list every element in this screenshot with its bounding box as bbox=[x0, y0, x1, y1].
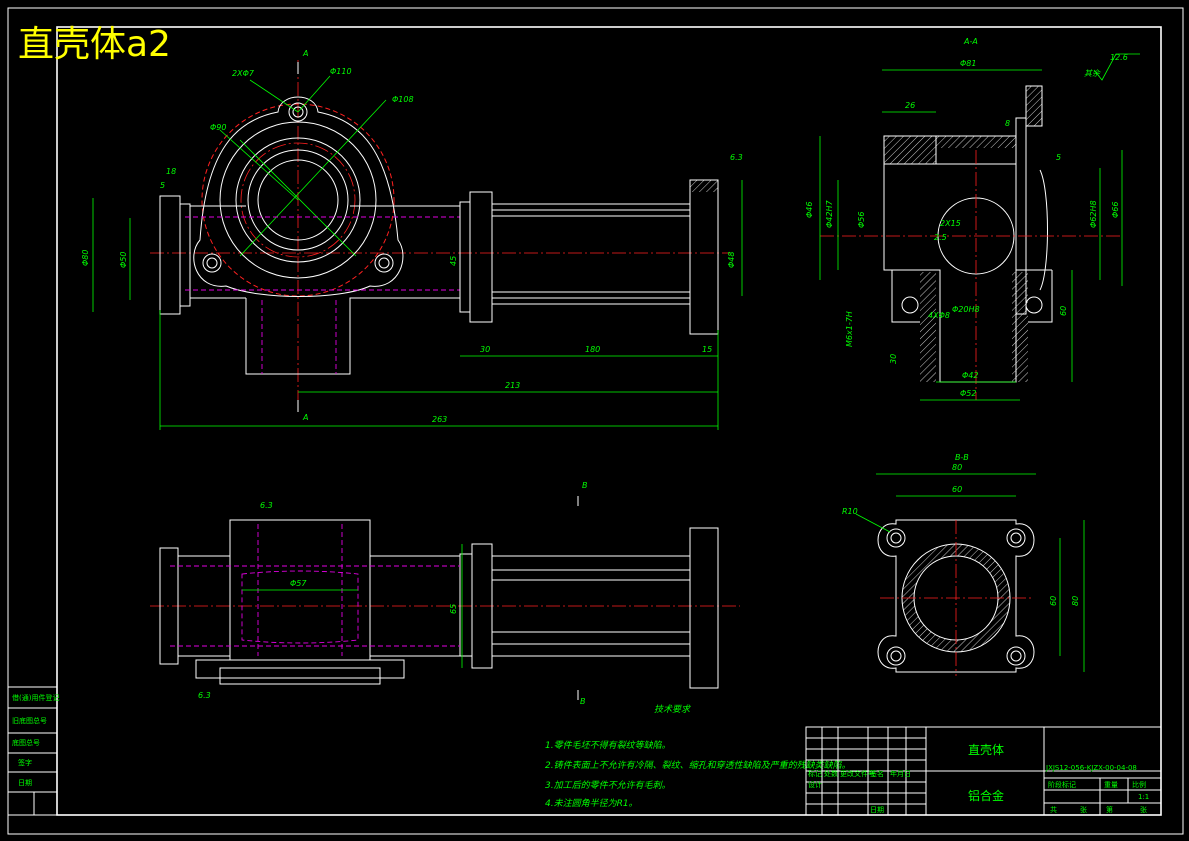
tech-req-2: 2.铸件表面上不允许有冷隔、裂纹、缩孔和穿透性缺陷及严重的残缺类缺陷。 bbox=[545, 760, 851, 771]
tech-req-heading: 技术要求 bbox=[654, 704, 691, 715]
left-strip: 借(通)用件登记 旧底图总号 底图总号 签字 日期 bbox=[7, 686, 59, 816]
dim-80-top: 80 bbox=[952, 463, 962, 472]
dim-phi66: Φ66 bbox=[1111, 202, 1120, 218]
tb-cell-date: 年月日 bbox=[890, 769, 911, 778]
dim-263: 263 bbox=[432, 415, 447, 424]
tb-cell-sign: 签名 bbox=[870, 769, 884, 778]
dim-18: 18 bbox=[166, 167, 176, 176]
strip-label-1: 旧底图总号 bbox=[12, 716, 47, 725]
tb-material: 铝合金 bbox=[968, 788, 1004, 803]
tb-cell-count: 处数 bbox=[824, 769, 838, 778]
tb-cell-change-doc: 更改文件号 bbox=[840, 769, 875, 778]
dim-6-3-front: 6.3 bbox=[730, 153, 743, 162]
section-mark-a-top: A bbox=[302, 49, 308, 58]
tb-cell-weight: 重量 bbox=[1104, 781, 1118, 789]
dim-2-5: 2.5 bbox=[934, 233, 947, 242]
tb-cell-no: 第 bbox=[1106, 805, 1113, 814]
tech-req-4: 4.未注圆角半径为R1。 bbox=[545, 798, 638, 809]
dim-phi46: Φ46 bbox=[805, 202, 814, 218]
dim-2x15: 2X15 bbox=[940, 219, 961, 228]
dim-65: 65 bbox=[449, 604, 458, 614]
strip-label-0: 借(通)用件登记 bbox=[12, 693, 59, 702]
dim-30-aa: 30 bbox=[889, 354, 898, 364]
tb-cell-design: 设计 bbox=[808, 780, 822, 789]
roughness-rest: 其余 bbox=[1084, 69, 1101, 78]
dim-180: 180 bbox=[585, 345, 600, 354]
section-aa-label: A-A bbox=[963, 37, 978, 46]
tb-cell-sheet: 张 bbox=[1140, 805, 1147, 814]
title-block: 标记 处数 更改文件号 签名 年月日 设计 日期 直壳体 铝合金 JXJS12-… bbox=[805, 726, 1162, 816]
dim-60: 60 bbox=[1059, 306, 1068, 316]
tb-cell-sheets: 张 bbox=[1080, 805, 1087, 814]
tb-cell-mark: 标记 bbox=[808, 769, 822, 778]
dim-15: 15 bbox=[702, 345, 712, 354]
outer-frame bbox=[7, 7, 1184, 835]
tech-req-1: 1.零件毛坯不得有裂纹等缺陷。 bbox=[545, 740, 671, 751]
dim-5: 5 bbox=[160, 181, 165, 190]
dim-30: 30 bbox=[480, 345, 490, 354]
tb-cell-scale: 比例 bbox=[1132, 780, 1146, 789]
dim-phi81: Φ81 bbox=[960, 59, 976, 68]
dim-phi56: Φ56 bbox=[857, 212, 866, 228]
section-aa: A-A Φ81 26 Φ46 Φ42H7 Φ56 Φ66 Φ62 bbox=[805, 37, 1140, 401]
tb-cell-total: 共 bbox=[1050, 805, 1057, 814]
dim-213: 213 bbox=[505, 381, 520, 390]
dim-m6: M6x1-7H bbox=[845, 311, 854, 347]
dim-phi108: Φ108 bbox=[392, 95, 414, 104]
strip-label-2: 底图总号 bbox=[12, 738, 40, 747]
tb-part-name: 直壳体 bbox=[968, 743, 1004, 757]
tb-scale: 1:1 bbox=[1138, 793, 1149, 801]
dim-6-3-bottom: 6.3 bbox=[198, 691, 211, 700]
dim-8: 8 bbox=[1005, 119, 1010, 128]
tb-drawing-number: JXJS12-056-KJZX-00-04-08 bbox=[1045, 764, 1137, 772]
dim-phi42: Φ42 bbox=[962, 371, 978, 380]
dim-phi50: Φ50 bbox=[119, 252, 128, 268]
dim-phi62h8: Φ62H8 bbox=[1089, 200, 1098, 228]
inner-frame bbox=[56, 26, 1162, 816]
dim-60-side: 60 bbox=[1049, 596, 1058, 606]
dim-phi90: Φ90 bbox=[210, 123, 226, 132]
dim-r10: R10 bbox=[842, 507, 858, 516]
tech-req-3: 3.加工后的零件不允许有毛刺。 bbox=[545, 780, 671, 791]
dim-phi52: Φ52 bbox=[960, 389, 976, 398]
tb-cell-stage: 阶段标记 bbox=[1048, 780, 1076, 789]
dim-45: 45 bbox=[449, 256, 458, 266]
section-bb: B-B 80 60 60 80 R10 bbox=[842, 453, 1085, 676]
dim-phi48: Φ48 bbox=[727, 252, 736, 268]
dim-80-side: 80 bbox=[1071, 596, 1080, 606]
dim-5-aa: 5 bbox=[1056, 153, 1061, 162]
dim-60-top: 60 bbox=[952, 485, 962, 494]
dim-phi80: Φ80 bbox=[81, 250, 90, 266]
front-view: 263 213 30 180 15 Φ80 Φ50 Φ48 45 2XΦ7 Φ1… bbox=[81, 49, 743, 430]
dim-phi42h7: Φ42H7 bbox=[825, 200, 834, 228]
dim-phi57: Φ57 bbox=[290, 579, 307, 588]
dim-phi20h8: Φ20H8 bbox=[952, 305, 980, 314]
roughness-value: 12.6 bbox=[1110, 53, 1128, 62]
section-mark-b-bottom: B bbox=[580, 697, 586, 706]
dim-6-3-top: 6.3 bbox=[260, 501, 273, 510]
dim-2xphi7: 2XΦ7 bbox=[232, 69, 255, 78]
strip-label-4: 日期 bbox=[18, 779, 32, 787]
tb-cell-date2: 日期 bbox=[870, 806, 884, 814]
technical-requirements: 技术要求 1.零件毛坯不得有裂纹等缺陷。 2.铸件表面上不允许有冷隔、裂纹、缩孔… bbox=[545, 704, 851, 809]
dim-4xphi8: 4XΦ8 bbox=[928, 311, 950, 320]
overlay-title: 直壳体a2 bbox=[18, 24, 171, 65]
section-mark-a-bottom: A bbox=[302, 413, 308, 422]
section-mark-b-top: B bbox=[582, 481, 588, 490]
dim-phi110: Φ110 bbox=[330, 67, 352, 76]
strip-label-3: 签字 bbox=[18, 758, 32, 767]
dim-26: 26 bbox=[905, 101, 915, 110]
bottom-view: Φ57 65 6.3 6.3 B B bbox=[150, 481, 740, 706]
section-bb-label: B-B bbox=[955, 453, 969, 462]
